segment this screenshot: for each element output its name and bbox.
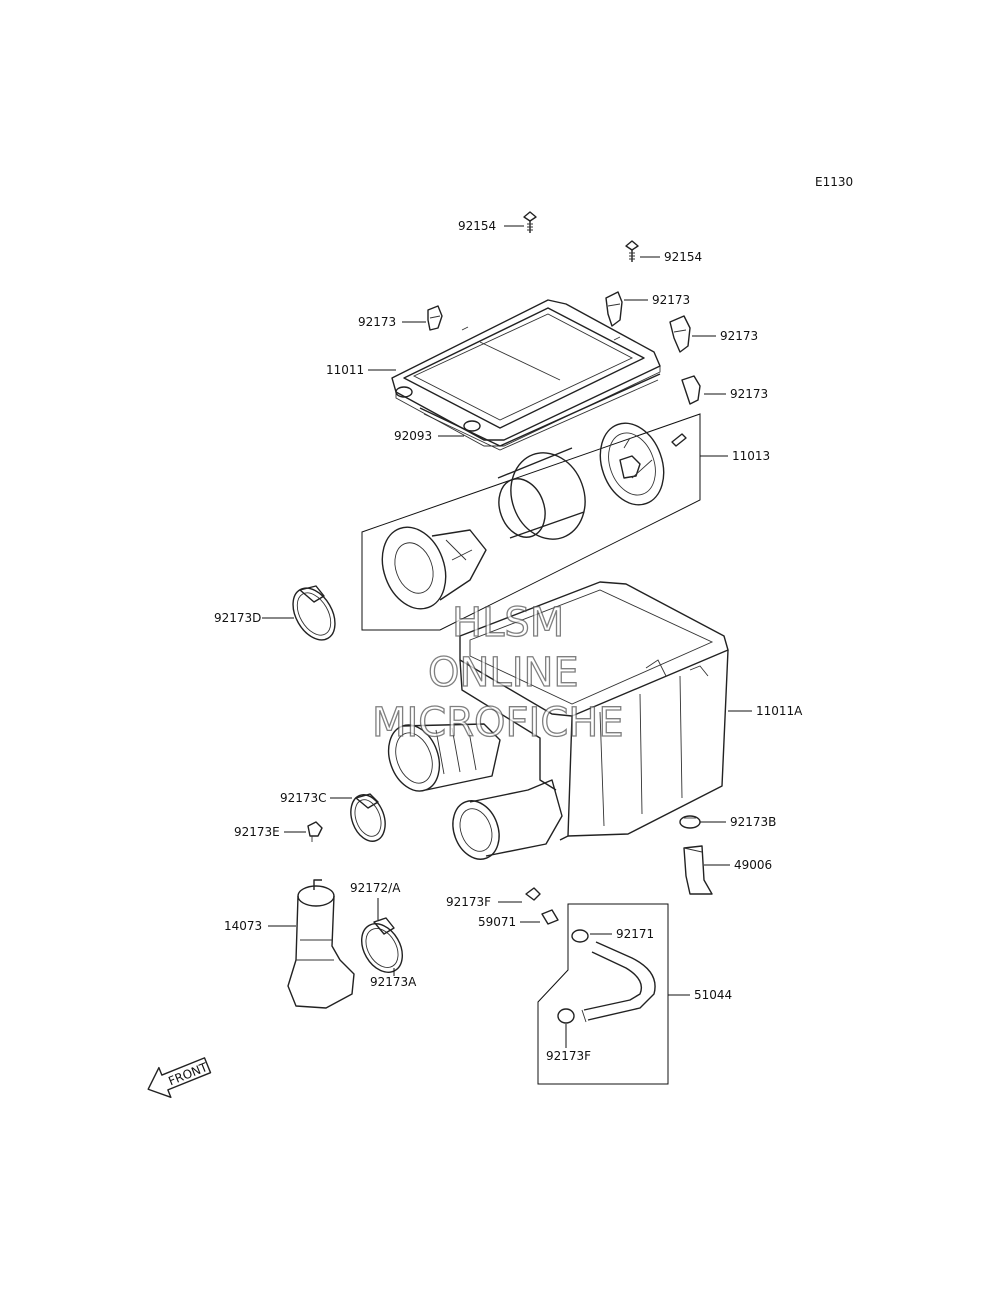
label-92154-right: 92154 xyxy=(664,250,702,264)
watermark-line-1: HLSM xyxy=(452,600,564,646)
label-92173D: 92173D xyxy=(214,611,261,625)
label-92173A: 92173A xyxy=(370,975,417,989)
label-92173F-top: 92173F xyxy=(446,895,491,909)
bolt-92154-right xyxy=(625,240,639,262)
gasket-92093 xyxy=(419,373,661,451)
label-11013: 11013 xyxy=(732,449,770,463)
air-cleaner-cover-11011 xyxy=(391,299,661,447)
filter-element-11013 xyxy=(361,413,701,631)
label-51044: 51044 xyxy=(694,988,732,1002)
label-92173-b: 92173 xyxy=(652,293,690,307)
label-92173B: 92173B xyxy=(730,815,776,829)
label-59071: 59071 xyxy=(478,915,516,929)
label-92173-a: 92173 xyxy=(358,315,396,329)
label-92173-d: 92173 xyxy=(730,387,768,401)
label-92173F-bottom: 92173F xyxy=(546,1049,591,1063)
label-49006: 49006 xyxy=(734,858,772,872)
label-92154-top: 92154 xyxy=(458,219,496,233)
clip-92173F-top xyxy=(525,887,541,901)
label-11011A: 11011A xyxy=(756,704,803,718)
air-cleaner-case-11011A xyxy=(387,581,729,860)
clip-92173-b xyxy=(605,291,623,327)
clamp-92173D xyxy=(292,585,336,641)
clamp-92173C xyxy=(350,793,386,842)
plug-59071 xyxy=(541,909,559,925)
watermark: HLSM ONLINE MICROFICHE xyxy=(371,599,624,746)
bolt-92154-top xyxy=(523,211,537,233)
watermark-line-3: MICROFICHE xyxy=(372,700,624,746)
clamp-92172A xyxy=(361,917,403,973)
label-92172A: 92172/A xyxy=(350,881,401,895)
duct-49006 xyxy=(683,845,713,895)
drain-hose-51044 xyxy=(537,903,669,1085)
label-92173-c: 92173 xyxy=(720,329,758,343)
label-92093: 92093 xyxy=(394,429,432,443)
clip-92173F-bottom xyxy=(557,1008,575,1024)
clip-92173-a xyxy=(427,305,443,331)
duct-14073 xyxy=(287,879,355,1009)
clip-92171 xyxy=(571,929,589,943)
label-92171: 92171 xyxy=(616,927,654,941)
label-92173E: 92173E xyxy=(234,825,280,839)
clip-92173-d xyxy=(681,375,701,405)
label-92173C: 92173C xyxy=(280,791,327,805)
watermark-line-2: ONLINE xyxy=(428,650,579,696)
clip-92173E xyxy=(307,821,323,842)
label-11011: 11011 xyxy=(326,363,364,377)
clip-92173B xyxy=(679,815,701,829)
diagram-code: E1130 xyxy=(815,175,853,189)
clip-92173-c xyxy=(669,315,691,353)
front-arrow-icon: FRONT xyxy=(147,1057,212,1099)
label-14073: 14073 xyxy=(224,919,262,933)
